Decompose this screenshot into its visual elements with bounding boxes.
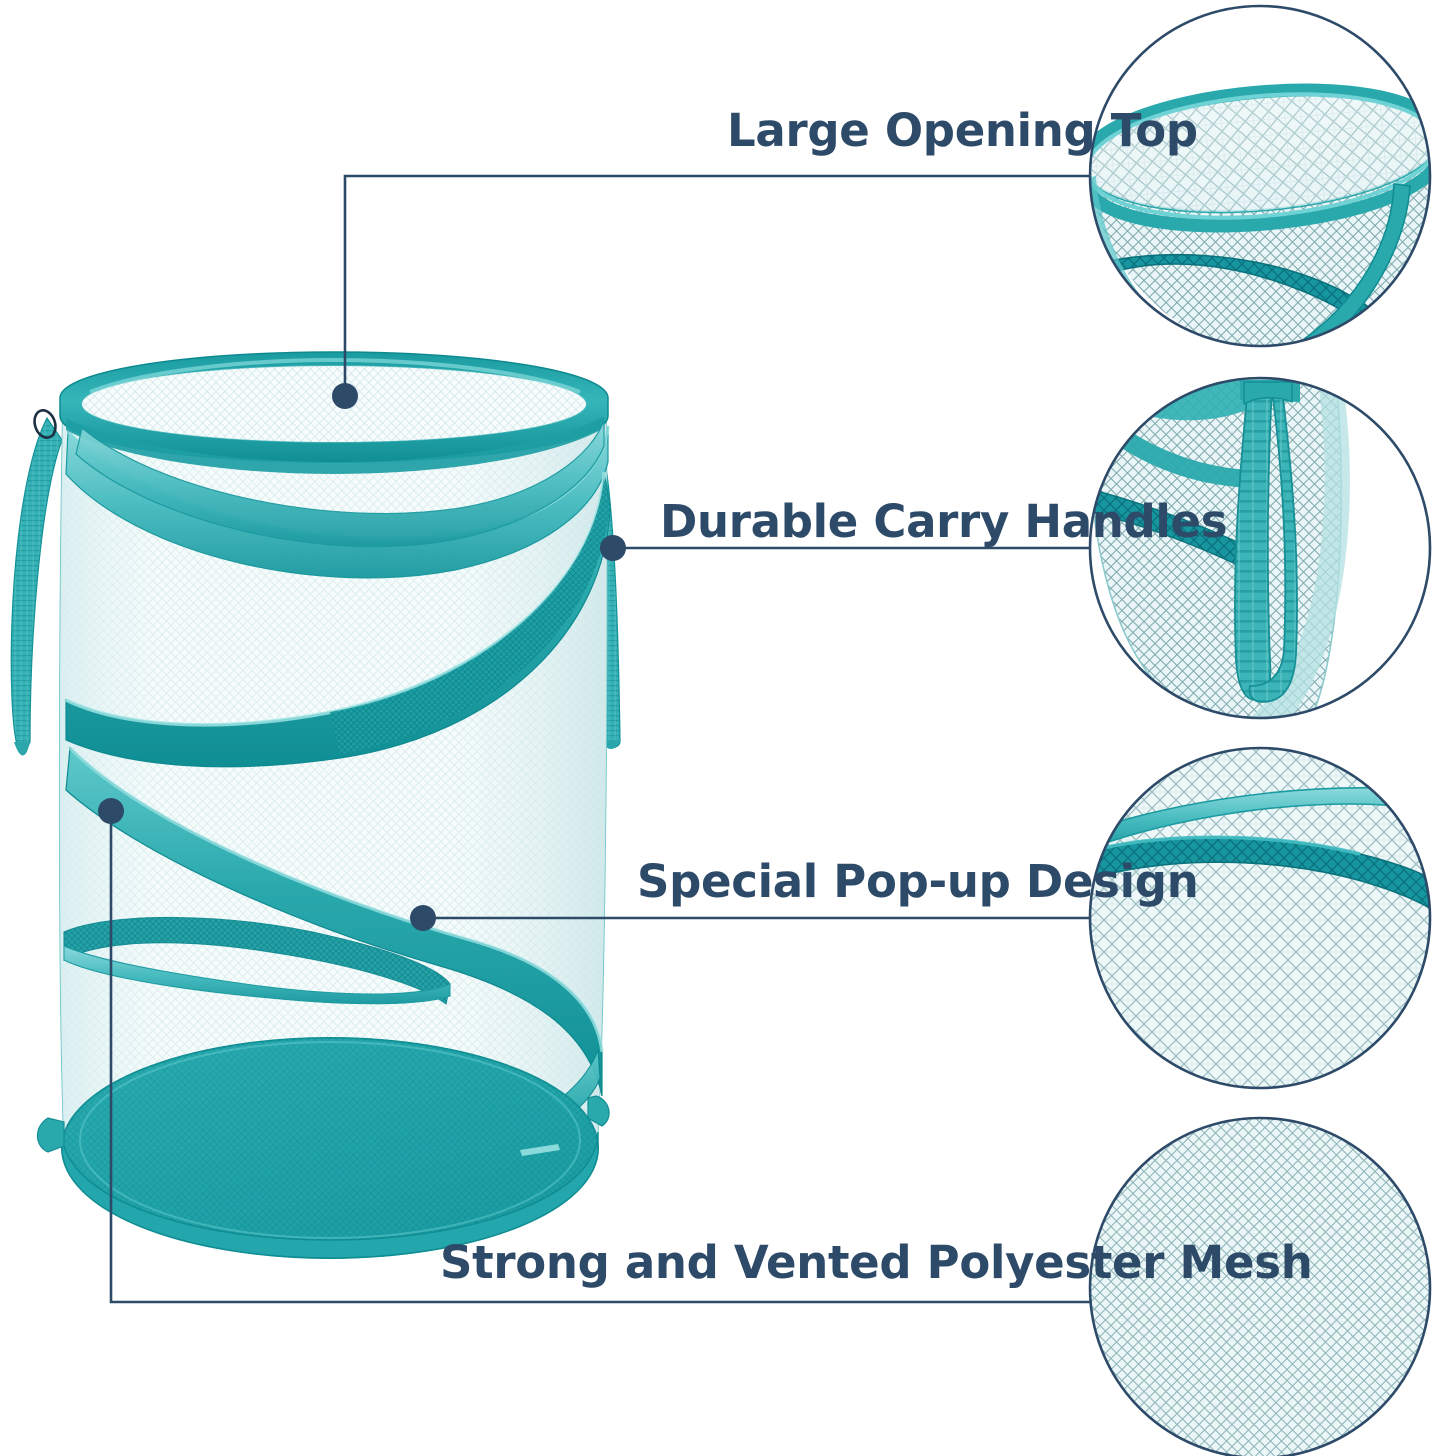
detail-circle-durable-carry-handles	[1088, 376, 1432, 720]
base-tab-left	[36, 1117, 65, 1153]
hamper-body	[58, 403, 608, 1253]
detail-circle-strong-vented-polyester-mesh	[1088, 1116, 1432, 1456]
spiral-band-2	[65, 471, 611, 768]
connector-line-strong-vented-polyester-mesh	[109, 811, 1146, 1304]
mid-support-hoop	[63, 916, 451, 1005]
detail-circle-large-opening-top	[1088, 4, 1432, 348]
base-tab-right	[587, 1095, 610, 1127]
callout-label-strong-vented-polyester-mesh: Strong and Vented Polyester Mesh	[440, 1236, 1313, 1289]
callout-label-large-opening-top: Large Opening Top	[727, 104, 1198, 157]
callout-dot-large-opening-top[interactable]	[332, 383, 358, 409]
callout-dot-special-popup-design[interactable]	[410, 905, 436, 931]
detail-circle-special-popup-design	[1088, 746, 1432, 1090]
callout-dot-durable-carry-handles[interactable]	[600, 535, 626, 561]
callout-label-durable-carry-handles: Durable Carry Handles	[660, 495, 1228, 548]
base-brand-mark	[520, 1144, 560, 1156]
callout-label-special-popup-design: Special Pop-up Design	[637, 855, 1199, 908]
hamper-top-rim	[59, 351, 609, 548]
connector-line-large-opening-top	[343, 174, 1146, 396]
left-carry-handle	[10, 409, 63, 756]
callout-dot-strong-vented-polyester-mesh[interactable]	[98, 798, 124, 824]
hamper-base	[36, 1037, 610, 1259]
handle-strap-right-leg	[1248, 389, 1298, 703]
handle-anchor-tab	[1243, 381, 1293, 406]
